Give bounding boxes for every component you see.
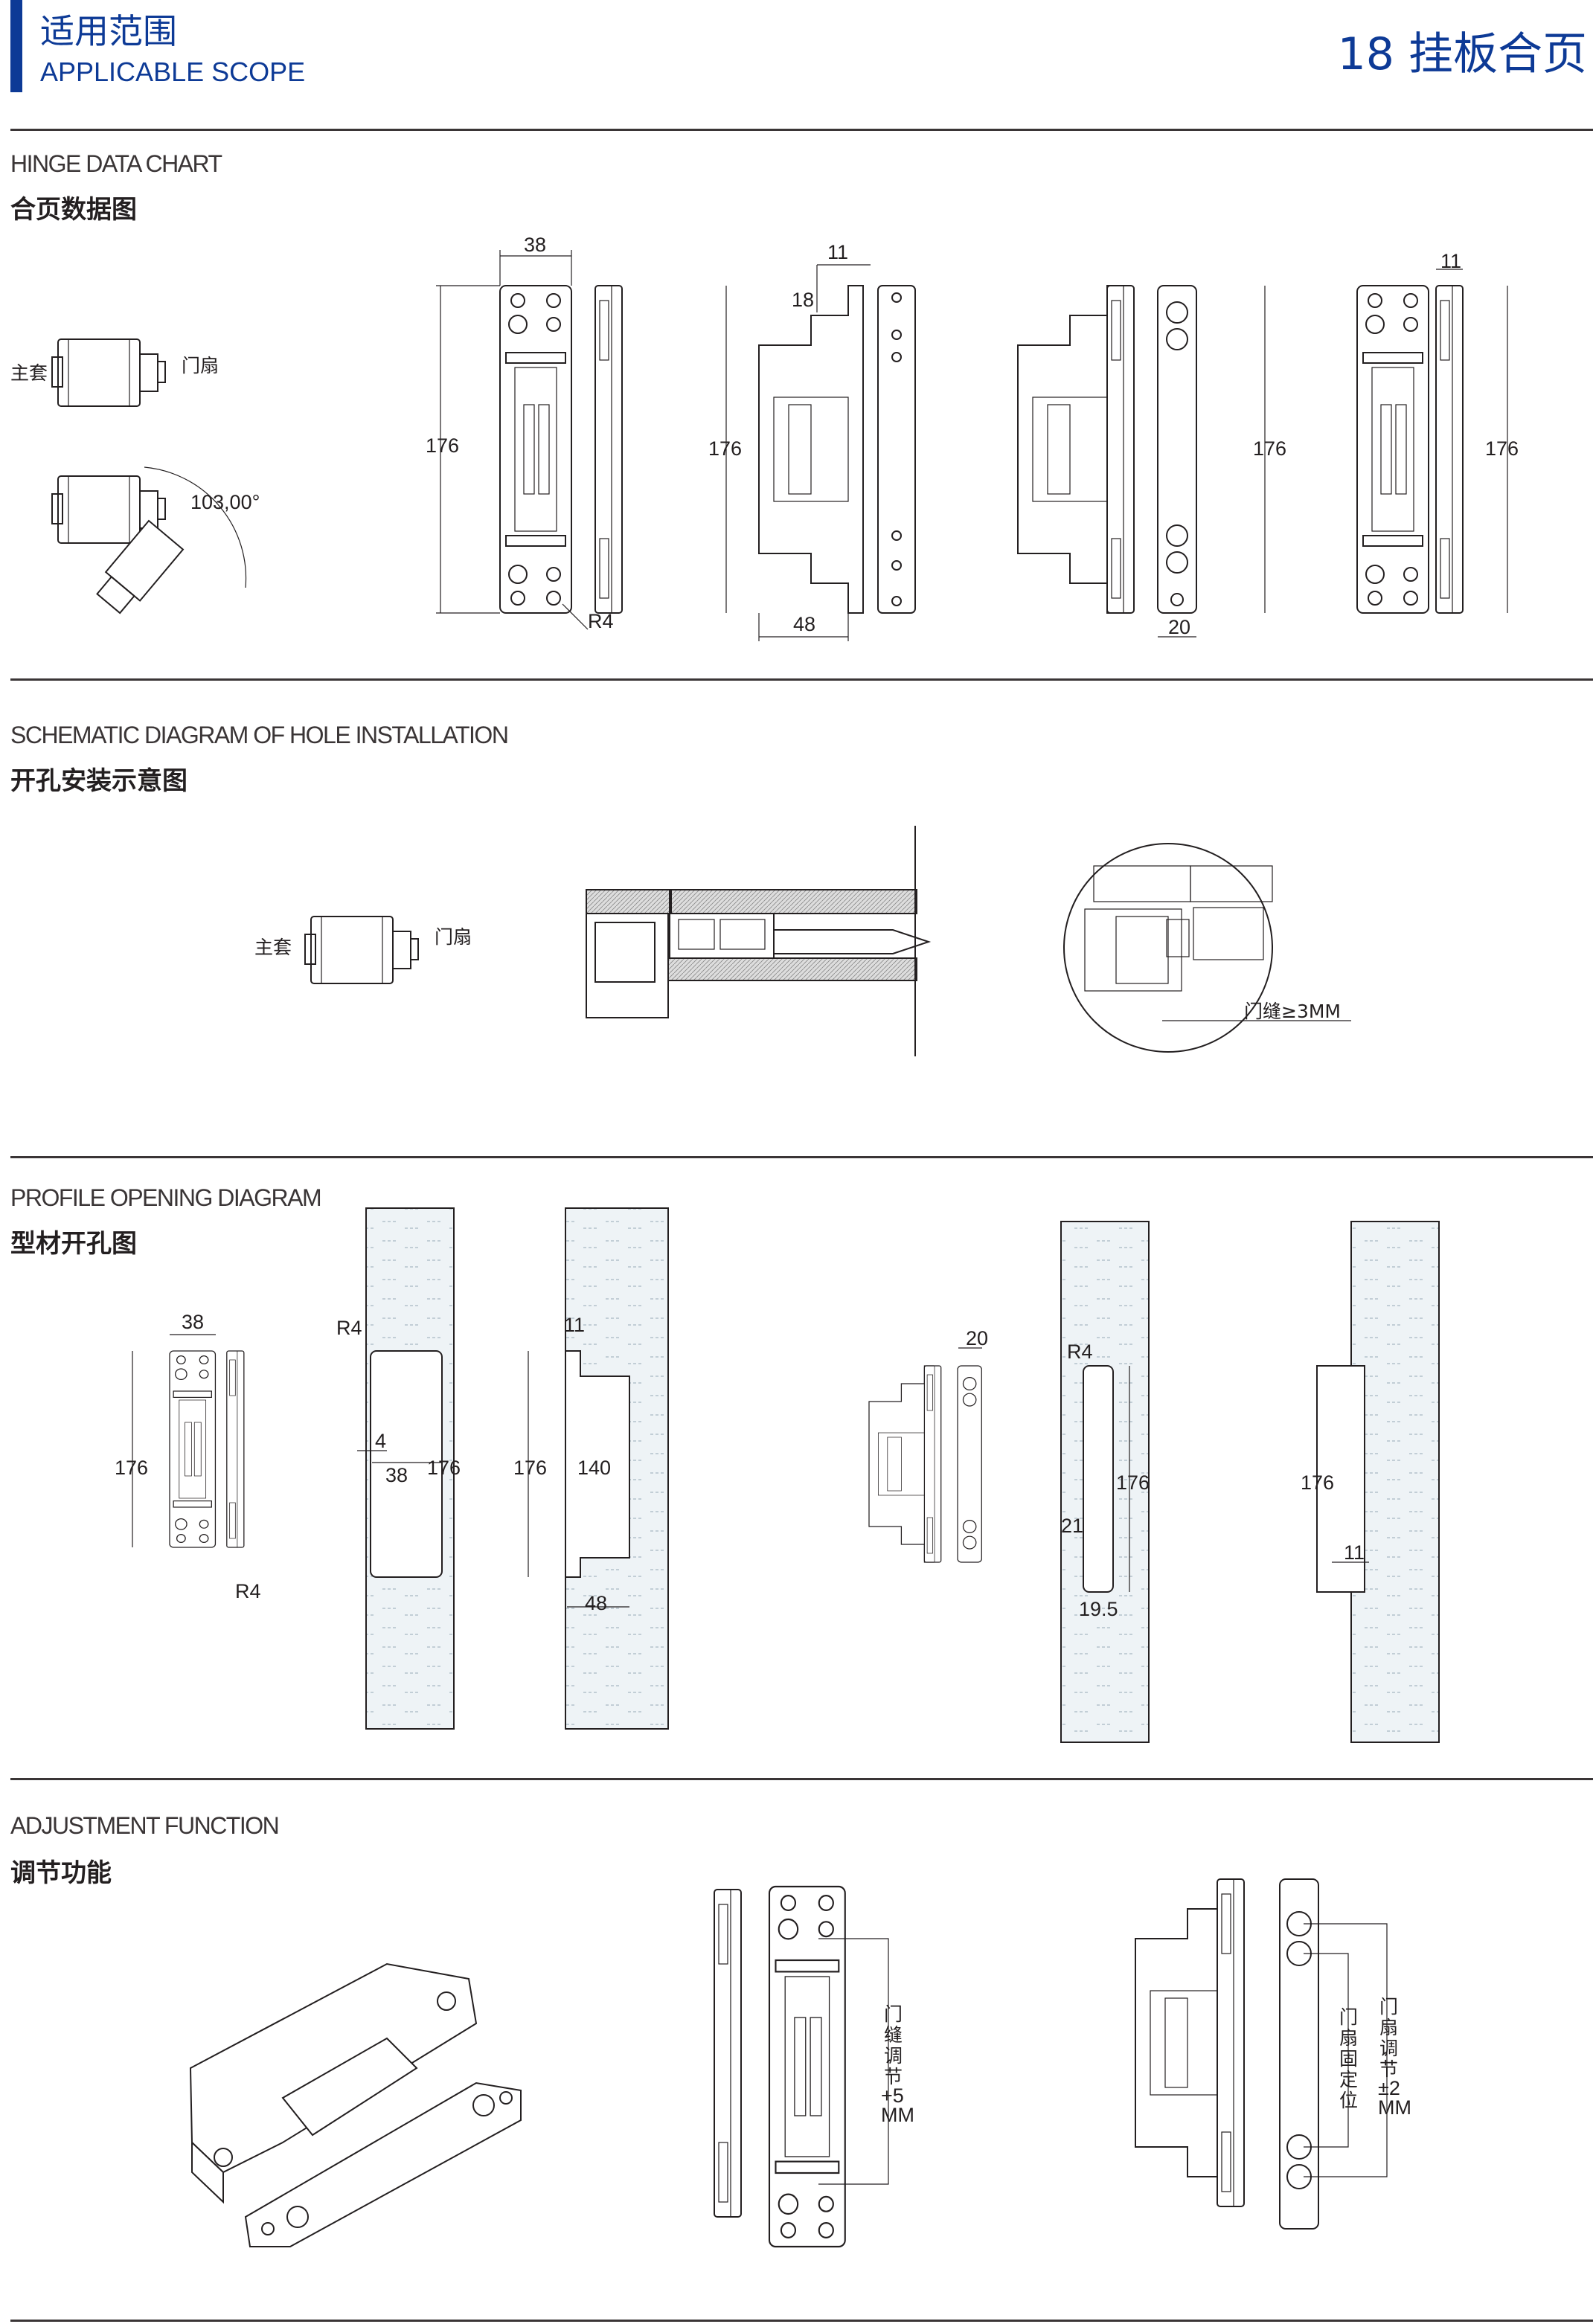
divider — [10, 129, 1593, 131]
profile-panel-e — [1060, 1221, 1150, 1743]
dim-top: 11 — [564, 1314, 585, 1336]
label-char: 扇 — [1379, 2017, 1398, 2038]
section-title-cn: 型材开孔图 — [10, 1229, 137, 1259]
profile-panel-f — [1316, 1221, 1440, 1743]
label-door-fix: 门 扇 固 定 位 — [1339, 2006, 1358, 2111]
dim-width: 38 — [182, 1311, 204, 1333]
divider — [10, 2320, 1593, 2322]
label-angle: 103,00° — [190, 491, 260, 513]
dim-height: 176 — [1253, 437, 1286, 460]
page-title-en: APPLICABLE SCOPE — [40, 57, 306, 87]
section-title-en: SCHEMATIC DIAGRAM OF HOLE INSTALLATION — [10, 722, 509, 748]
dim-top: 20 — [966, 1327, 988, 1349]
label-char: 固 — [1339, 2048, 1358, 2070]
small-hinge-install — [304, 916, 419, 984]
dim-height: 176 — [427, 1457, 461, 1479]
label-char: 门 — [1379, 1996, 1398, 2018]
hinge-side-view-d — [868, 1347, 982, 1563]
divider — [10, 678, 1593, 681]
hinge-front-adjust-view — [714, 1885, 889, 2248]
dim-top: 11 — [827, 241, 848, 263]
dim-offset: 4 — [375, 1430, 386, 1452]
label-char: 扇 — [1339, 2027, 1358, 2049]
section-title-en: HINGE DATA CHART — [10, 150, 222, 177]
hinge-side-adjust-view — [1135, 1878, 1388, 2230]
dim-offset: 21 — [1061, 1515, 1083, 1537]
profile-panel-b — [357, 1207, 455, 1730]
dim-height: 176 — [708, 437, 742, 460]
divider — [10, 1156, 1593, 1158]
label-char: 定 — [1339, 2069, 1358, 2090]
label-char: 节 — [884, 2066, 903, 2087]
accent-bar — [10, 0, 22, 92]
label-gap: 门缝≥3MM — [1244, 1001, 1341, 1022]
label-door-adjust: 门 扇 调 节 ±2 MM — [1378, 1996, 1411, 2119]
dim-width: 38 — [385, 1464, 408, 1486]
dim-bottom: 20 — [1168, 616, 1190, 638]
product-title: 18 挂板合页 — [1337, 28, 1587, 80]
dim-width: 19.5 — [1079, 1598, 1118, 1620]
label-char: 缝 — [884, 2024, 903, 2046]
label-char: 门 — [884, 2003, 903, 2025]
dim-height: 176 — [1301, 1471, 1334, 1494]
dim-height: 176 — [426, 434, 459, 457]
hinge-side-view-3 — [1017, 285, 1266, 638]
section-title-cn: 开孔安装示意图 — [10, 766, 187, 796]
dim-height: 176 — [1485, 437, 1519, 460]
label-char: MM — [1378, 2096, 1411, 2119]
installation-cross-section — [586, 826, 932, 1056]
label-char: 调 — [1379, 2038, 1398, 2059]
divider — [10, 1778, 1593, 1780]
dim-radius: R4 — [588, 610, 614, 632]
dim-top: 11 — [1440, 250, 1461, 272]
dim-radius: R4 — [235, 1580, 261, 1602]
detail-magnifier — [1063, 843, 1351, 1053]
hinge-front-view-4 — [1356, 269, 1508, 614]
dim-bottom: 48 — [585, 1592, 607, 1614]
small-hinge-open — [51, 466, 247, 614]
section-title-en: ADJUSTMENT FUNCTION — [10, 1812, 280, 1839]
section-title-cn: 调节功能 — [10, 1858, 112, 1888]
dim-offset: 18 — [792, 289, 814, 311]
small-hinge-closed — [51, 338, 166, 407]
label-char: +5 — [881, 2084, 904, 2107]
dim-inner: 140 — [577, 1457, 611, 1479]
label-char: MM — [881, 2104, 914, 2126]
label-main: 主套 — [10, 362, 48, 384]
label-char: ±2 — [1378, 2077, 1400, 2099]
label-door: 门扇 — [182, 355, 219, 376]
dim-radius: R4 — [336, 1317, 362, 1339]
label-char: 门 — [1339, 2006, 1358, 2028]
dim-width: 11 — [1344, 1541, 1365, 1564]
hinge-side-view-2 — [725, 264, 916, 641]
section-title-cn: 合页数据图 — [10, 195, 137, 225]
dim-width: 38 — [524, 234, 546, 256]
label-char: 调 — [884, 2045, 903, 2067]
label-char: 节 — [1379, 2058, 1398, 2080]
profile-panel-c — [528, 1207, 669, 1730]
hinge-front-view-1 — [436, 250, 623, 630]
hinge-front-view-a — [132, 1334, 245, 1548]
hinge-isometric-view — [189, 1962, 522, 2247]
section-title-en: PROFILE OPENING DIAGRAM — [10, 1184, 322, 1211]
dim-bottom: 48 — [793, 613, 815, 635]
label-gap-adjust: 门 缝 调 节 +5 MM — [881, 2003, 914, 2126]
label-main: 主套 — [254, 937, 292, 958]
dim-height: 176 — [513, 1457, 547, 1479]
dim-height: 176 — [1116, 1471, 1150, 1494]
dim-height: 176 — [115, 1457, 148, 1479]
dim-radius: R4 — [1067, 1341, 1093, 1363]
label-door: 门扇 — [435, 926, 472, 948]
page-title-cn: 适用范围 — [40, 11, 177, 51]
label-char: 位 — [1339, 2090, 1358, 2111]
